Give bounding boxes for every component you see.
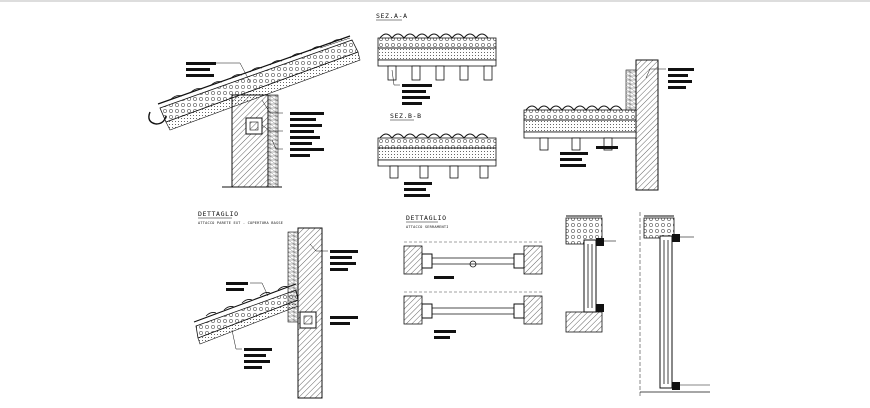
section-b-title: SEZ.B-B <box>390 112 422 120</box>
window-vertical-sections <box>565 212 710 396</box>
detail-eaves-title: DETTAGLIO <box>198 210 239 218</box>
detail-windows-title: DETTAGLIO <box>406 214 447 222</box>
floor-wall-detail <box>523 59 694 191</box>
wall-low-roof-detail: DETTAGLIO ATTACCO PARETE EXT - COPERTURA… <box>193 210 358 399</box>
section-b-b: SEZ.B-B <box>377 112 497 197</box>
detail-eaves-subtitle: ATTACCO PARETE EXT - COPERTURA BASSE <box>198 221 283 225</box>
section-a-title: SEZ.A-A <box>376 12 408 20</box>
section-a-a: SEZ.A-A <box>376 12 497 105</box>
roof-eaves-detail <box>148 35 361 188</box>
detail-windows-subtitle: ATTACCO SERRAMENTI <box>406 225 449 229</box>
window-frames-detail: DETTAGLIO ATTACCO SERRAMENTI <box>403 214 543 339</box>
